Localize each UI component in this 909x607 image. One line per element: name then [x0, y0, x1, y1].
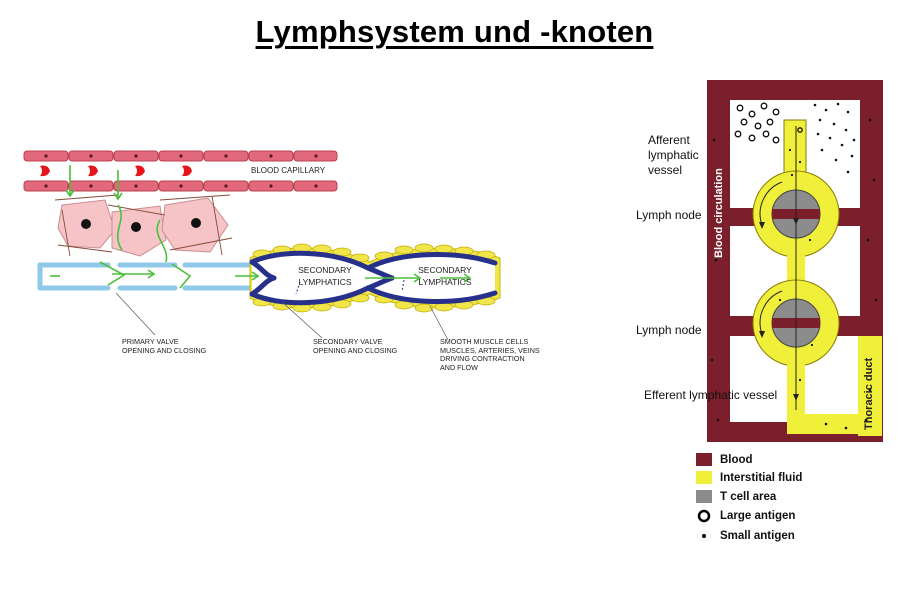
- leader-lines: [115, 292, 449, 341]
- legend-small-antigen-icon: [702, 534, 706, 538]
- legend-item-tcell: T cell area: [720, 491, 777, 503]
- efferent-vessel-label: Efferent lymphatic vessel: [644, 388, 778, 402]
- legend-item-large-antigen: Large antigen: [720, 510, 796, 522]
- lymph-node-label-2: Lymph node: [636, 323, 702, 337]
- page-title: Lymphsystem und -knoten: [255, 14, 654, 49]
- thoracic-duct-label: Thoracic duct: [863, 357, 875, 430]
- small-antigens: [710, 102, 878, 430]
- legend-tcell-swatch: [696, 490, 712, 503]
- primary-lymphatic-vessel: [37, 262, 253, 291]
- flow-arrows: [50, 165, 472, 289]
- legend-fluid-swatch: [696, 471, 712, 484]
- blood-capillary: [23, 150, 338, 192]
- red-blood-cells: [40, 165, 192, 177]
- tissue-cells: [54, 194, 233, 257]
- large-antigens: [734, 102, 803, 144]
- blood-circulation-label: Blood circulation: [713, 168, 725, 258]
- legend-blood-swatch: [696, 453, 712, 466]
- legend-item-fluid: Interstitial fluid: [720, 472, 803, 484]
- blood-capillary-label: BLOOD CAPILLARY: [251, 166, 326, 175]
- legend-item-blood: Blood: [720, 454, 753, 466]
- lymph-node-circulation-diagram: [707, 80, 883, 442]
- legend-item-small-antigen: Small antigen: [720, 530, 795, 542]
- lymph-node-label-1: Lymph node: [636, 208, 702, 222]
- legend-large-antigen-icon: [697, 509, 711, 523]
